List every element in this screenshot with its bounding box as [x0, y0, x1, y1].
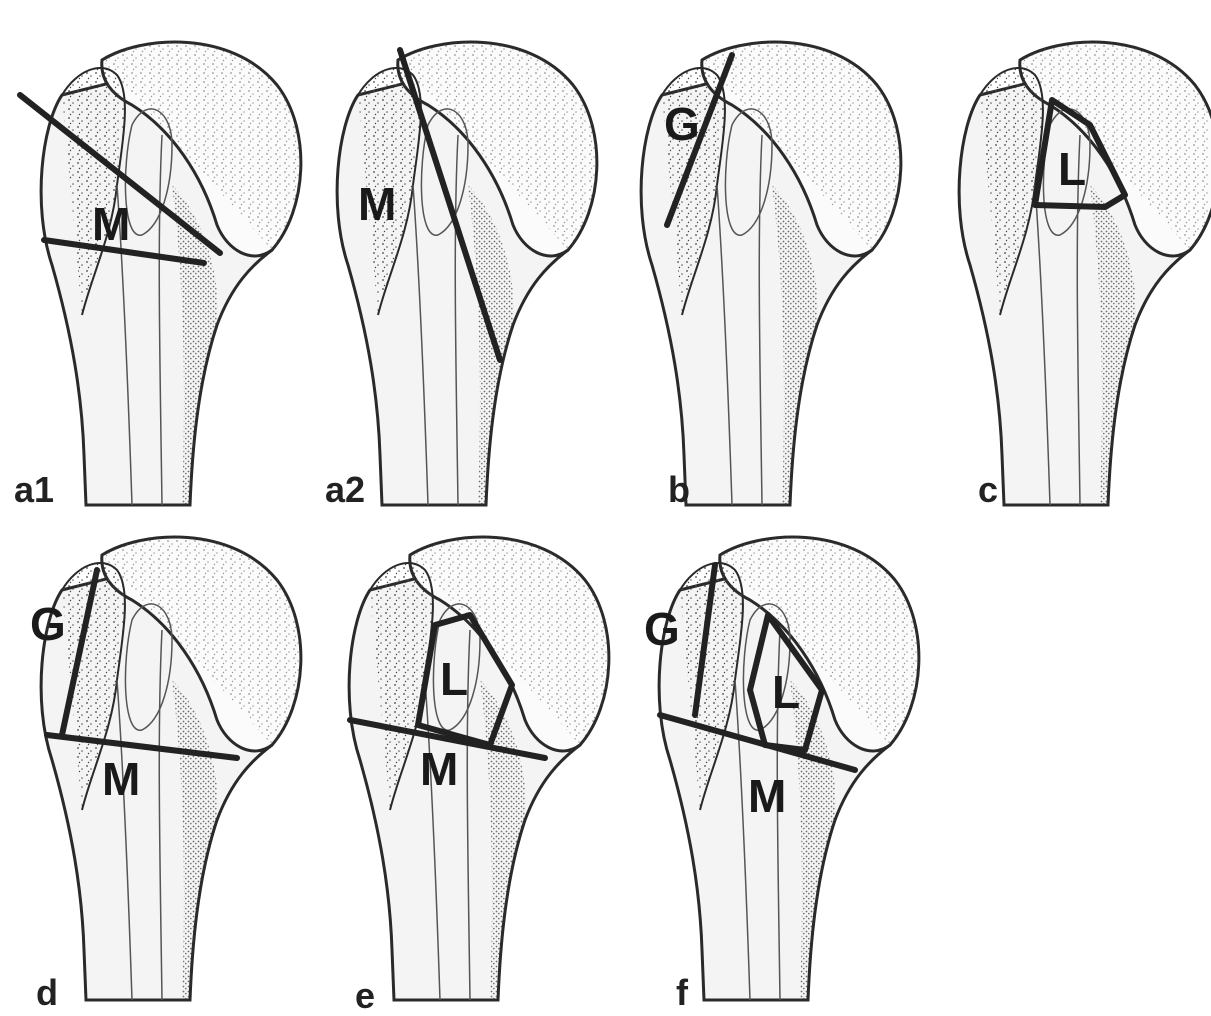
caption-b: b	[668, 472, 690, 508]
label-M: M	[92, 198, 130, 250]
label-G: G	[30, 598, 66, 650]
label-M: M	[420, 743, 458, 795]
label-L: L	[772, 666, 800, 718]
caption-a2: a2	[325, 472, 365, 508]
label-G: G	[664, 98, 700, 150]
label-M: M	[748, 770, 786, 822]
caption-f: f	[676, 975, 688, 1011]
panel-b: G	[641, 42, 901, 505]
panel-a2: M	[337, 42, 597, 505]
panel-f: G L M	[644, 537, 919, 1000]
caption-c: c	[978, 472, 998, 508]
label-M: M	[358, 178, 396, 230]
caption-a1: a1	[14, 472, 54, 508]
label-L: L	[1058, 143, 1086, 195]
label-M: M	[102, 753, 140, 805]
caption-e: e	[355, 978, 375, 1014]
panel-c: L	[959, 42, 1211, 505]
panel-d: G M	[30, 537, 301, 1000]
panel-a1: M	[20, 42, 301, 505]
label-L: L	[440, 653, 468, 705]
panel-e: L M	[349, 537, 609, 1000]
caption-d: d	[36, 975, 58, 1011]
label-G: G	[644, 603, 680, 655]
